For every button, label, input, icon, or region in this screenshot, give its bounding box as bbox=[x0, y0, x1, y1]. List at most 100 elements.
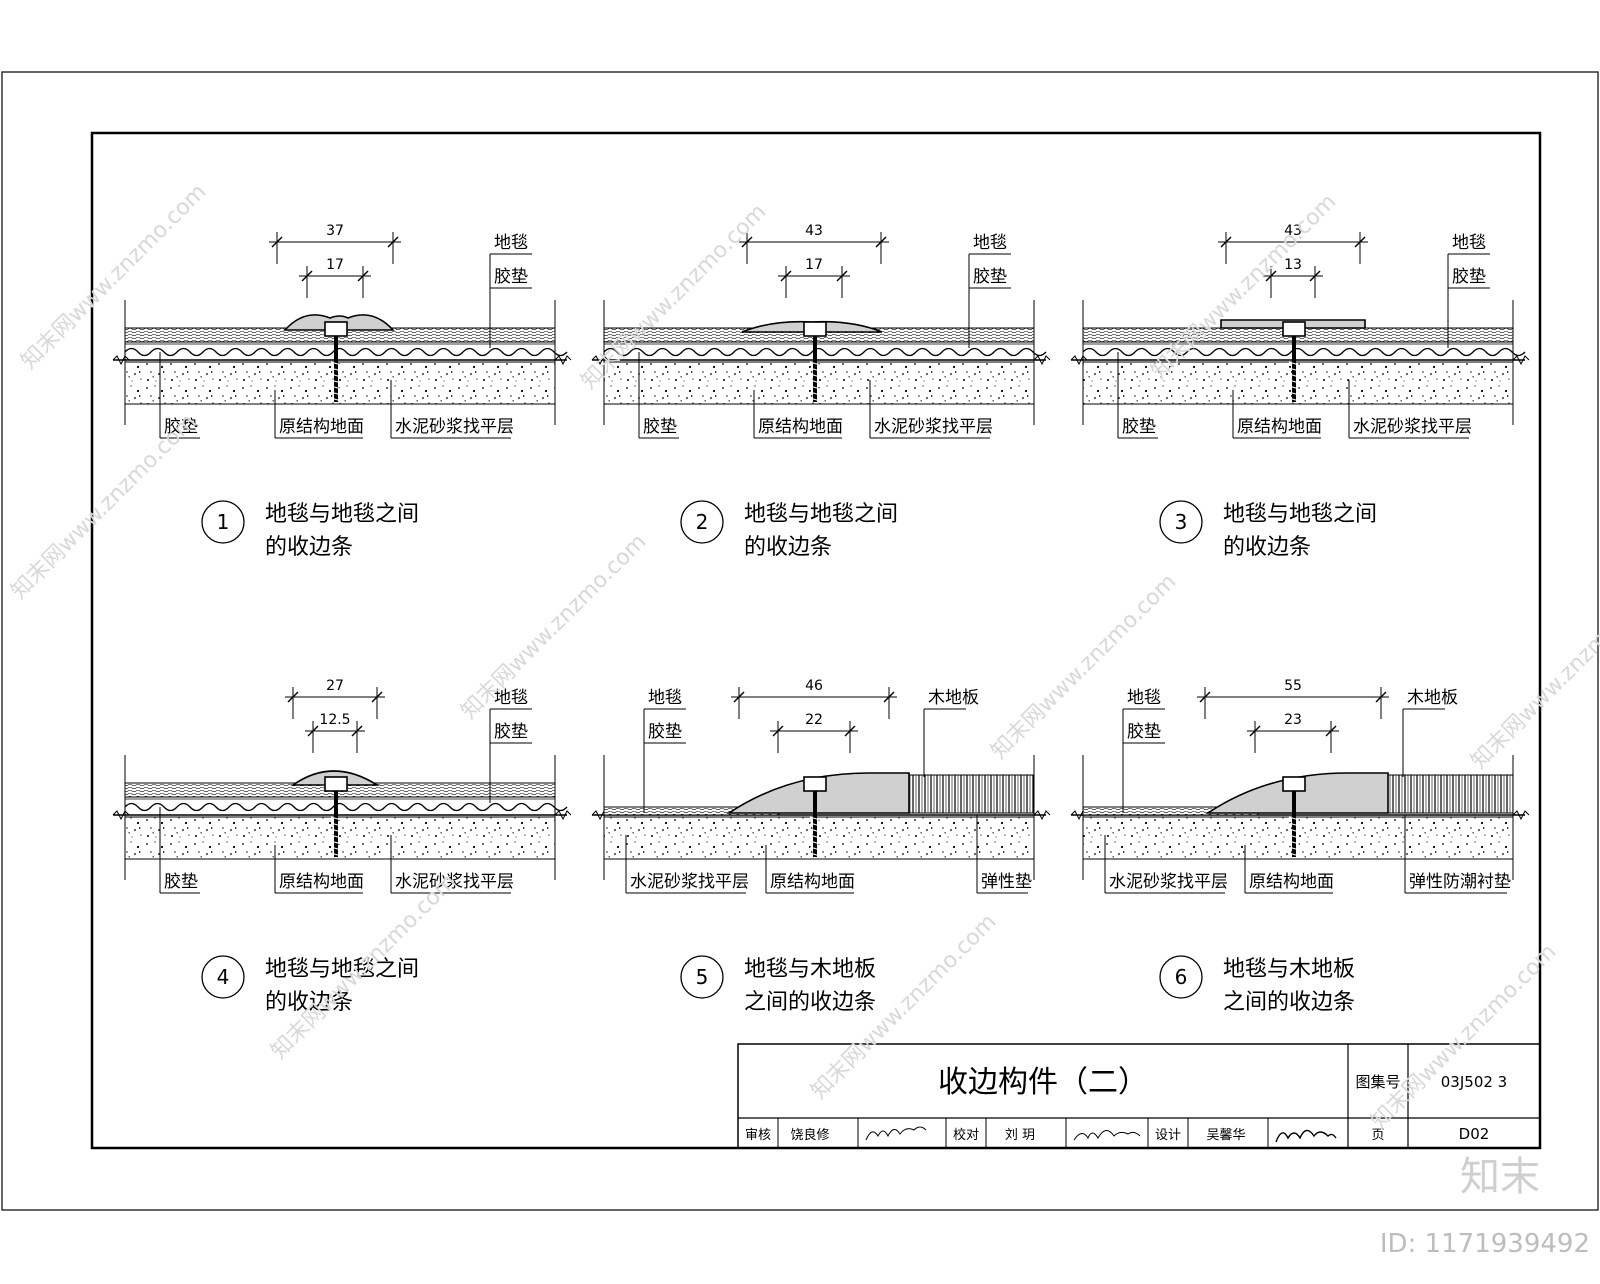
break-mark bbox=[591, 355, 609, 366]
dimension-tick bbox=[844, 725, 856, 737]
dimension-tick bbox=[1265, 270, 1277, 282]
label-screed-layer: 水泥砂浆找平层 bbox=[874, 417, 993, 437]
detail-caption-line-2: 之间的收边条 bbox=[1223, 990, 1355, 1015]
label-rubber-pad: 胶垫 bbox=[1127, 722, 1161, 742]
atlas-label: 图集号 bbox=[1355, 1073, 1400, 1091]
image-id: ID: 1171939492 bbox=[1380, 1229, 1590, 1259]
dimension-inner-label: 12.5 bbox=[319, 712, 350, 728]
screw-thread bbox=[1288, 816, 1300, 821]
label-rubber-pad: 胶垫 bbox=[973, 267, 1007, 287]
break-mark bbox=[1033, 355, 1051, 366]
dimension-tick bbox=[1325, 725, 1337, 737]
detail-number: 1 bbox=[217, 510, 230, 534]
dimension-tick bbox=[772, 725, 784, 737]
screw-thread bbox=[1288, 391, 1300, 396]
page-label: 页 bbox=[1371, 1128, 1384, 1143]
screw-thread bbox=[809, 840, 821, 845]
watermark: 知末网www.znzmo.com bbox=[1467, 579, 1600, 774]
screw-thread bbox=[1288, 367, 1300, 372]
rubber-pad-layer bbox=[603, 347, 1047, 357]
label-screed-layer: 水泥砂浆找平层 bbox=[395, 417, 514, 437]
dimension-tick bbox=[1375, 691, 1387, 703]
dimension-inner-label: 13 bbox=[1284, 257, 1302, 273]
break-mark bbox=[554, 810, 572, 821]
screw-thread bbox=[1288, 828, 1300, 833]
break-mark bbox=[1070, 355, 1088, 366]
detail-caption-line-1: 地毯与地毯之间 bbox=[744, 502, 898, 527]
dimension-tick bbox=[301, 270, 313, 282]
sheet-title: 收边构件（二） bbox=[938, 1065, 1148, 1100]
dimension-outer-label: 43 bbox=[1284, 223, 1302, 239]
design-label: 设计 bbox=[1155, 1128, 1181, 1143]
screw-channel bbox=[803, 321, 827, 337]
label-carpet: 地毯 bbox=[648, 688, 682, 708]
detail-number: 3 bbox=[1175, 510, 1188, 534]
label-carpet: 地毯 bbox=[973, 233, 1007, 253]
title-block: 收边构件（二） 图集号 03J502 3 审核 饶良修 校对 刘 玥 设计 吴馨… bbox=[737, 1043, 1541, 1149]
screw-thread bbox=[330, 816, 342, 821]
dimension-inner-label: 17 bbox=[326, 257, 344, 273]
dimension-tick bbox=[1220, 236, 1232, 248]
label-wood-floor: 木地板 bbox=[1407, 688, 1458, 708]
screw-thread bbox=[330, 385, 342, 390]
concrete-layer bbox=[1082, 361, 1514, 405]
screw-thread bbox=[809, 834, 821, 839]
dimension-tick bbox=[883, 691, 895, 703]
label-rubber-pad: 胶垫 bbox=[1452, 267, 1486, 287]
dimension-tick bbox=[1309, 270, 1321, 282]
dimension-outer-label: 46 bbox=[805, 678, 823, 694]
label-screed-layer: 水泥砂浆找平层 bbox=[1353, 417, 1472, 437]
detail-number: 2 bbox=[696, 510, 709, 534]
screw-thread bbox=[809, 391, 821, 396]
screw-thread bbox=[809, 822, 821, 827]
dimension-outer-label: 43 bbox=[805, 223, 823, 239]
reviewer-signature bbox=[865, 1126, 927, 1141]
dimension-tick bbox=[780, 270, 792, 282]
watermark: 知末网www.znzmo.com bbox=[17, 179, 212, 374]
screw-thread bbox=[809, 385, 821, 390]
screw-thread bbox=[330, 822, 342, 827]
break-mark bbox=[112, 810, 130, 821]
label-rubber-pad-bottom: 胶垫 bbox=[643, 417, 677, 437]
screw-thread bbox=[330, 373, 342, 378]
screw-channel bbox=[1282, 321, 1306, 337]
screw-channel bbox=[803, 776, 827, 792]
dimension-inner-label: 17 bbox=[805, 257, 823, 273]
screw-thread bbox=[1288, 385, 1300, 390]
screw-thread bbox=[330, 846, 342, 851]
label-wood-floor: 木地板 bbox=[928, 688, 979, 708]
break-mark bbox=[554, 355, 572, 366]
dimension-tick bbox=[287, 691, 299, 703]
screw-thread bbox=[330, 852, 342, 857]
label-screed-layer: 水泥砂浆找平层 bbox=[1109, 872, 1228, 892]
screw-thread bbox=[330, 367, 342, 372]
watermark: 知末网www.znzmo.com bbox=[1367, 939, 1562, 1134]
dimension-outer-label: 27 bbox=[326, 678, 344, 694]
label-resilient-pad: 弹性防潮衬垫 bbox=[1409, 872, 1511, 892]
brand-logo: 知末 bbox=[1460, 1154, 1540, 1200]
watermark: 知末网www.znzmo.com bbox=[7, 409, 202, 604]
break-mark bbox=[1512, 810, 1530, 821]
rubber-pad-layer bbox=[124, 802, 568, 812]
detail-number-circle bbox=[680, 955, 724, 999]
screw-thread bbox=[809, 816, 821, 821]
detail-number-circle bbox=[1159, 500, 1203, 544]
screw-thread bbox=[1288, 846, 1300, 851]
screw-thread bbox=[1288, 822, 1300, 827]
screw-thread bbox=[809, 397, 821, 402]
label-carpet: 地毯 bbox=[1127, 688, 1161, 708]
label-rubber-pad: 胶垫 bbox=[494, 267, 528, 287]
rubber-pad-layer bbox=[124, 347, 568, 357]
dimension-tick bbox=[741, 236, 753, 248]
dimension-outer-label: 37 bbox=[326, 223, 344, 239]
screw-thread bbox=[330, 397, 342, 402]
label-structure-floor: 原结构地面 bbox=[770, 872, 855, 892]
detail-caption-line-2: 的收边条 bbox=[1223, 535, 1311, 560]
paper-border bbox=[1, 71, 1599, 1211]
dimension-tick bbox=[875, 236, 887, 248]
